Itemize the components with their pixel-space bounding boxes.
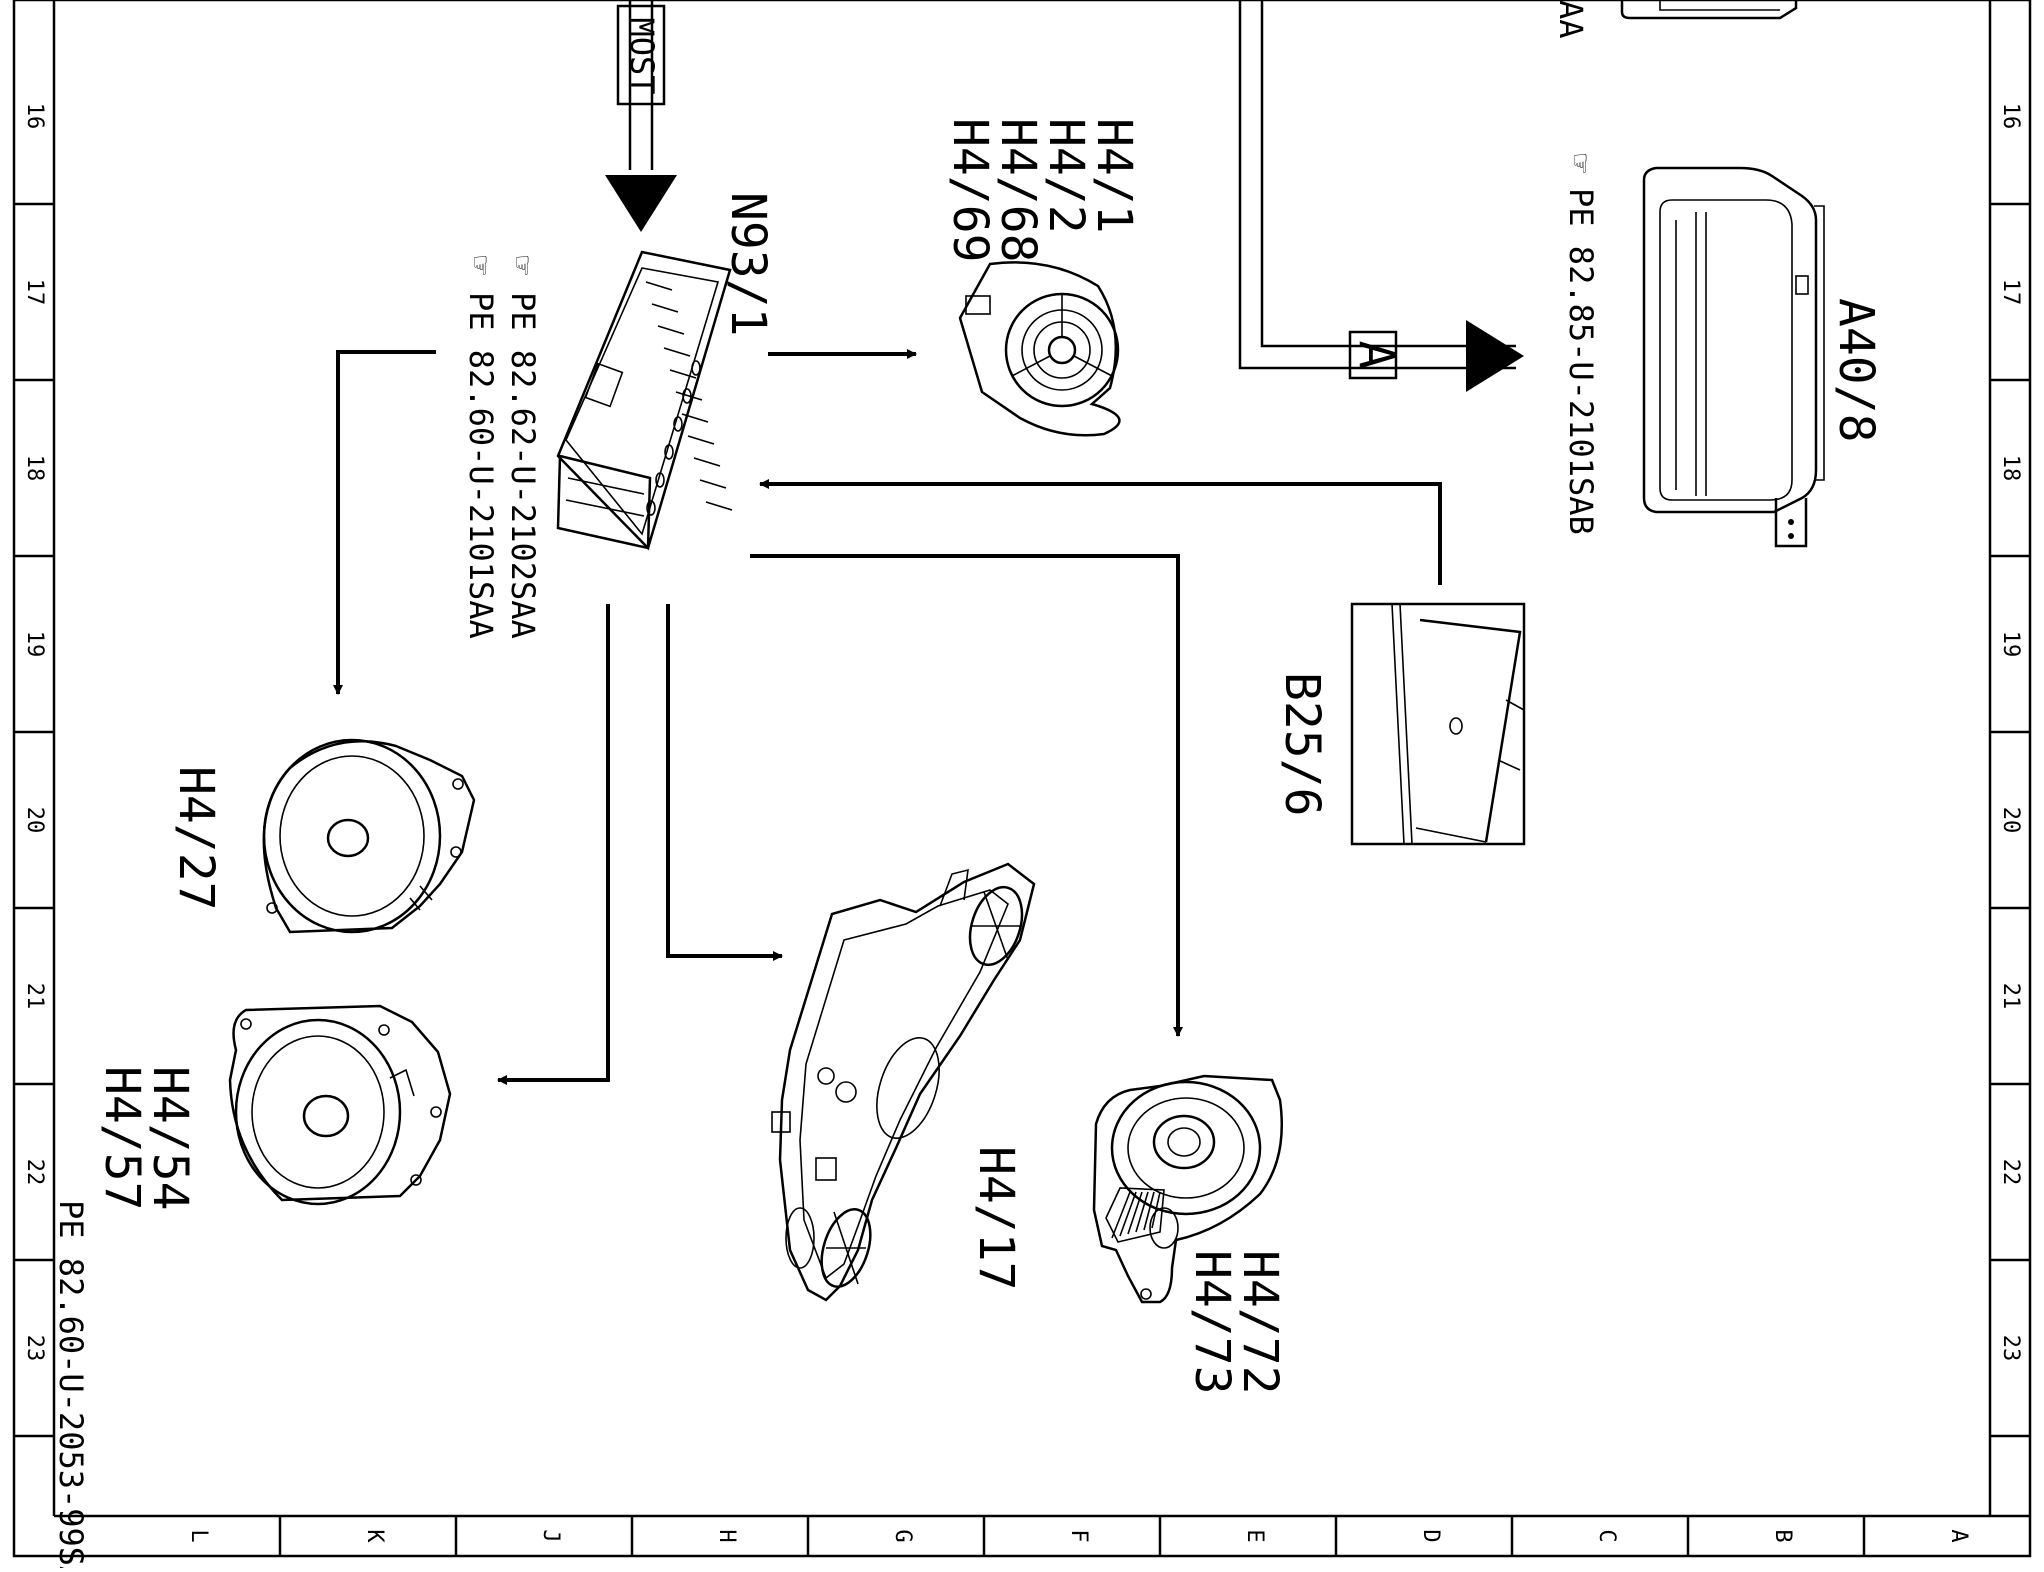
speaker-h4-27: [262, 738, 476, 934]
grid-col-label-D: D: [1418, 1529, 1443, 1542]
grid-col-label-H: H: [714, 1529, 739, 1542]
grid-row-label-left-22: 22: [22, 1159, 47, 1186]
a40-display-unit: [1642, 166, 1825, 548]
h4-68-label: H4/68: [990, 118, 1046, 263]
grid-col-label-B: B: [1770, 1529, 1795, 1542]
most-label: MOST: [623, 17, 661, 94]
grid-col-label-A: A: [1946, 1529, 1971, 1542]
a40-label: A40/8: [1828, 298, 1884, 443]
h4-73-label: H4/73: [1184, 1250, 1240, 1395]
h4-2-label: H4/2: [1038, 118, 1094, 234]
h4-27-label: H4/27: [168, 766, 224, 911]
n93-ref-1: PE 82.62-U-2102SAA: [504, 292, 542, 639]
grid-col-label-F: F: [1066, 1529, 1091, 1542]
grid-row-label-right-17: 17: [1998, 279, 2023, 306]
n93-refs: ☞ ☞ PE 82.62-U-2102SAA PE 82.60-U-2101SA…: [462, 256, 542, 639]
h4-72-label: H4/72: [1232, 1250, 1288, 1395]
top-fragment-label: AA: [1552, 0, 1590, 39]
grid-row-label-right-20: 20: [1998, 807, 2023, 834]
drawing-frame: 16 16 17 17 18 18 19 19 20 20 21 21 22 22 23 23L K J H G F E D…: [12, 0, 2032, 1558]
grid-row-label-right-22: 22: [1998, 1159, 2023, 1186]
h4-54-label: H4/54: [142, 1066, 198, 1211]
grid-col-label-G: G: [890, 1529, 915, 1542]
connector-a-label: A: [1348, 341, 1404, 370]
grid-row-label-right-19: 19: [1998, 631, 2023, 658]
n93-ref-icon-1: ☞: [462, 256, 500, 276]
grid-row-label-right-23: 23: [1998, 1335, 2023, 1362]
most-connector: MOST: [616, 4, 666, 106]
grid-row-label-left-16: 16: [22, 103, 47, 130]
grid-col-label-C: C: [1594, 1529, 1619, 1542]
n93-control-unit: [556, 250, 733, 551]
h4-69-label: H4/69: [942, 118, 998, 263]
grid-row-label-right-21: 21: [1998, 983, 2023, 1010]
grid-row-label-right-18: 18: [1998, 455, 2023, 482]
grid-row-label-left-21: 21: [22, 983, 47, 1010]
a40-ref-icon: ☞: [1562, 154, 1600, 174]
grid-row-label-left-18: 18: [22, 455, 47, 482]
b25-label: B25/6: [1274, 672, 1330, 817]
a40-ref: PE 82.85-U-2101SAB: [1562, 188, 1600, 535]
speaker-h4-17: [771, 862, 1036, 1302]
b25-microphone: [1350, 602, 1526, 846]
connection-lines: [333, 0, 1524, 1085]
n93-ref-2: PE 82.60-U-2101SAA: [462, 292, 500, 639]
grid-col-label-L: L: [186, 1529, 211, 1542]
tweeter-speaker: [958, 261, 1121, 437]
n93-ref-icon-2: ☞: [504, 256, 542, 276]
h4-57-label: H4/57: [94, 1066, 150, 1211]
h4-1-label: H4/1: [1086, 118, 1142, 234]
grid-row-label-left-20: 20: [22, 807, 47, 834]
grid-row-label-left-23: 23: [22, 1335, 47, 1362]
grid-row-label-left-19: 19: [22, 631, 47, 658]
top-fragment-component: AA: [1552, 0, 1798, 39]
grid-col-label-E: E: [1242, 1529, 1267, 1542]
h4-17-label: H4/17: [968, 1146, 1024, 1291]
connector-a: A: [1348, 330, 1404, 380]
grid-col-label-J: J: [538, 1529, 563, 1542]
speaker-h4-72-73: [1092, 1074, 1283, 1304]
grid-row-label-right-16: 16: [1998, 103, 2023, 130]
grid-row-label-left-17: 17: [22, 279, 47, 306]
tweeter-labels: H4/1 H4/2 H4/68 H4/69: [942, 118, 1142, 263]
doc-reference: PE 82.60-U-2053-99SAA: [52, 1200, 90, 1568]
grid-col-label-K: K: [362, 1529, 387, 1543]
n93-label: N93/1: [720, 192, 776, 337]
speaker-h4-54-57: [228, 1004, 452, 1206]
